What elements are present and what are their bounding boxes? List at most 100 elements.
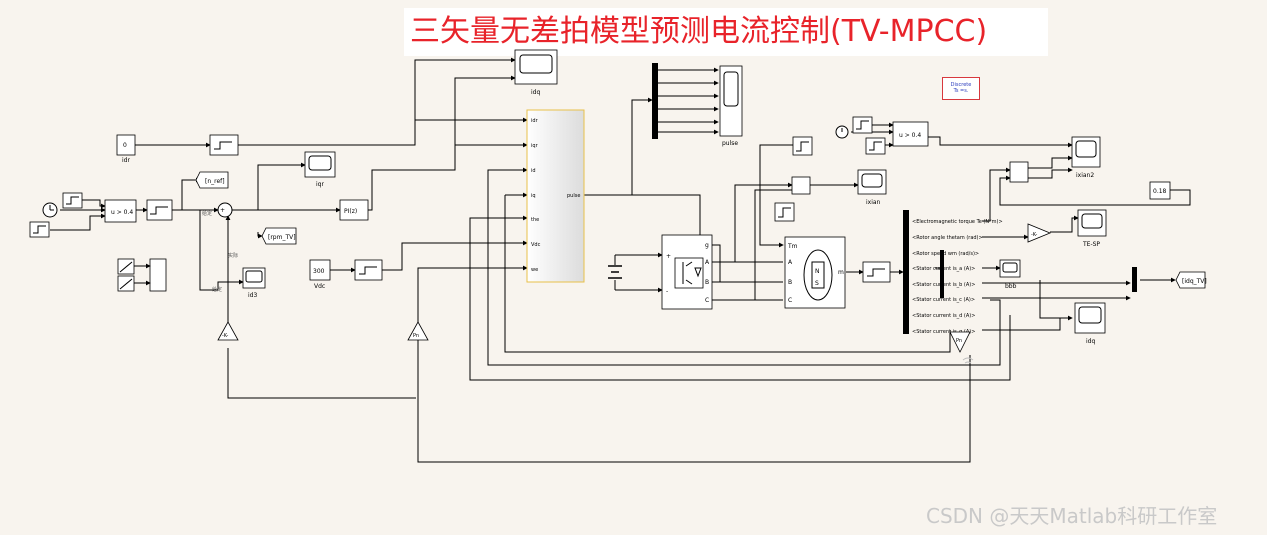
scope-te-sp-label: TE-SP (1082, 241, 1100, 248)
mpc-subsystem-block[interactable]: idr iqr id iq the Vdc we pulse (526, 109, 585, 283)
pmsm-block[interactable]: Tm A B C m N S (784, 236, 846, 309)
bus-signal-te: <Electromagnetic torque Te (N*m)> (912, 219, 1003, 225)
scope-idq-top-label: idq (531, 89, 540, 96)
step-block-right[interactable] (852, 116, 873, 134)
goto-rpm-tv-label: [rpm_TV] (268, 234, 296, 241)
pmsm-port-b: B (788, 279, 792, 286)
pmsm-m-label: m (838, 269, 844, 276)
scope-id3-label: id3 (248, 292, 257, 299)
label-given-2: 给定 (212, 286, 222, 293)
inverter-port-b: B (705, 279, 709, 286)
gain-k-right[interactable]: -K- (1027, 223, 1052, 243)
svg-text:N: N (815, 268, 820, 275)
scope-pulse[interactable]: pulse (719, 65, 743, 147)
idr-constant-block[interactable]: 0 idr (116, 134, 136, 164)
pi-controller-block[interactable]: PI(z) (339, 199, 369, 221)
inverter-port-c: C (705, 297, 709, 304)
sum-junction[interactable]: + (217, 202, 233, 218)
mpc-in-vdc: Vdc (531, 242, 541, 248)
step-block-1[interactable] (62, 192, 83, 209)
step-block-torque[interactable] (792, 136, 813, 156)
switch-block-left[interactable]: u > 0.4 (104, 199, 137, 223)
pn-gain-right[interactable]: Pn (949, 331, 971, 353)
diagram-title: 三矢量无差拍模型预测电流控制(TV-MPCC) (410, 14, 988, 49)
scope-te-sp[interactable]: TE-SP (1077, 209, 1107, 248)
switch-condition-right: u > 0.4 (899, 132, 921, 139)
switch-condition: u > 0.4 (111, 209, 133, 216)
ramp-block-2[interactable] (117, 275, 135, 292)
mux-bar-dq[interactable] (1132, 267, 1137, 292)
goto-idq-tv[interactable]: [idq_TV] (1175, 271, 1207, 289)
step-block-2[interactable] (29, 221, 50, 238)
switch-block-right[interactable]: u > 0.4 (892, 121, 929, 147)
rate-block-speed[interactable] (862, 261, 891, 283)
goto-idq-tv-label: [idq_TV] (1182, 278, 1207, 285)
mux-bar-current[interactable] (940, 250, 944, 298)
pmsm-port-c: C (788, 297, 792, 304)
mpc-in-the: the (531, 217, 539, 223)
clock-block-right[interactable] (835, 125, 849, 139)
scope-iqr[interactable]: iqr (304, 151, 336, 188)
gain-k-right-label: -K- (1031, 232, 1038, 238)
bus-signal-wm: <Rotor speed wm (rad/s)> (912, 251, 979, 257)
scope-idq-right-label: idq (1086, 338, 1095, 345)
mpc-in-iq: iq (531, 193, 536, 199)
vdc-constant-block[interactable]: 300 Vdc (309, 259, 331, 290)
powergui-discrete-block[interactable]: Discrete Ts =s. (942, 77, 980, 100)
bus-signal-theta: <Rotor angle thetam (rad)> (912, 235, 983, 241)
vdc-constant-value: 300 (313, 268, 325, 275)
bus-signal-isq: <Stator current is_q (A)> (912, 329, 975, 335)
rate-transition-block[interactable] (146, 199, 173, 221)
mux-block-ixian[interactable] (791, 176, 811, 195)
step-block-mid[interactable] (774, 202, 795, 222)
watermark-text: CSDN @天天Matlab科研工作室 (926, 504, 1218, 528)
bus-selector-block[interactable]: <Electromagnetic torque Te (N*m)> <Rotor… (903, 210, 1003, 335)
scope-ixian[interactable]: ixian (857, 169, 887, 206)
gain-pn-block[interactable]: Pn (407, 321, 429, 341)
scope-pulse-label: pulse (722, 140, 738, 147)
inverter-port-minus: - (666, 288, 668, 295)
idr-rate-block[interactable] (209, 134, 239, 156)
demux-bar-pulse[interactable] (652, 63, 658, 139)
goto-rpm-tv[interactable]: [rpm_TV] (261, 227, 297, 245)
motor-icon (803, 249, 833, 301)
scope-ixian2[interactable]: ixian2 (1071, 136, 1101, 179)
mpc-in-we: we (531, 267, 538, 273)
mux-block-ixian2[interactable] (1009, 161, 1029, 183)
pmsm-port-a: A (788, 259, 793, 266)
gain-pn-label: Pn (413, 333, 419, 339)
svg-text:+: + (220, 207, 225, 214)
goto-n-ref[interactable]: [n_ref] (195, 171, 229, 189)
mpc-in-iqr: iqr (531, 143, 539, 149)
inverter-port-plus: + (666, 253, 671, 260)
ramp-block-1[interactable] (117, 258, 135, 275)
gain-k-label: -K- (222, 333, 229, 339)
signal-wires (50, 57, 1191, 463)
constant-018-value: 0.18 (1153, 188, 1167, 195)
label-given: 给定 (202, 210, 212, 217)
idr-constant-label: idr (122, 157, 130, 164)
mux-block-left[interactable] (134, 258, 167, 292)
constant-018-block[interactable]: 0.18 (1149, 181, 1171, 200)
discrete-label: Discrete (950, 82, 972, 88)
inverter-block[interactable]: + - g A B C (661, 234, 713, 310)
scope-bbb[interactable]: bbb (999, 259, 1021, 290)
scope-idq-right[interactable]: idq (1074, 302, 1106, 345)
dc-source-block[interactable] (608, 265, 622, 279)
discrete-ts-label: Ts =s. (953, 88, 969, 94)
scope-id3[interactable]: id3 (242, 267, 266, 299)
scope-ixian-label: ixian (866, 199, 881, 206)
vdc-rate-block[interactable] (354, 259, 383, 281)
step-block-right-2[interactable] (865, 137, 886, 155)
clock-block[interactable] (42, 202, 58, 218)
pi-label: PI(z) (344, 208, 357, 215)
mpc-in-idr: idr (531, 118, 539, 124)
scope-idq-top[interactable]: idq (514, 49, 558, 96)
scope-bbb-label: bbb (1005, 283, 1017, 290)
label-actual: 实际 (228, 252, 238, 259)
gain-k-block[interactable]: -K- (217, 321, 239, 341)
wifi-icon (962, 357, 974, 364)
pn-gain-right-label: Pn (956, 338, 962, 344)
mpc-out-pulse: pulse (567, 193, 580, 199)
